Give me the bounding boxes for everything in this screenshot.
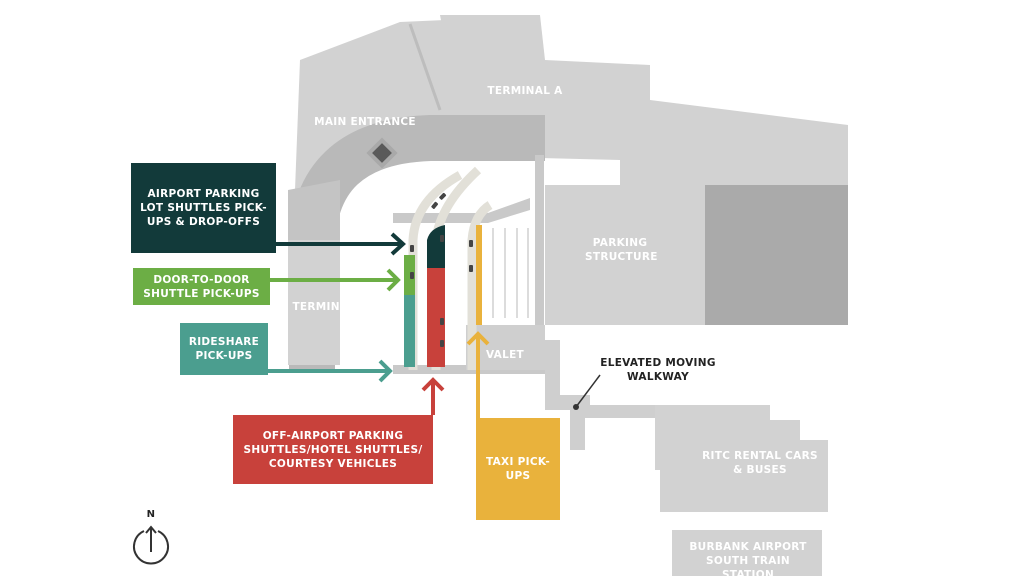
parking-shuttle-callout: AIRPORT PARKING LOT SHUTTLES PICK-UPS & … bbox=[131, 163, 276, 253]
off-airport-lane bbox=[427, 265, 445, 367]
elevated-walkway bbox=[545, 340, 660, 450]
taxi-lane bbox=[476, 225, 482, 325]
parking-structure-label: PARKING STRUCTURE bbox=[585, 237, 658, 263]
off-airport-arrow bbox=[421, 377, 445, 415]
terminal-b-building bbox=[288, 240, 340, 365]
compass-north-label: N bbox=[146, 509, 156, 520]
off-airport-callout: OFF-AIRPORT PARKING SHUTTLES/HOTEL SHUTT… bbox=[233, 415, 433, 484]
door-to-door-callout: DOOR-TO-DOOR SHUTTLE PICK-UPS bbox=[133, 268, 270, 305]
main-entrance-label: MAIN ENTRANCE bbox=[314, 116, 416, 128]
terminal-a-label: TERMINAL A bbox=[487, 85, 563, 97]
taxi-arrow bbox=[466, 331, 490, 418]
train-station bbox=[672, 530, 822, 576]
rental-label: RITC RENTAL CARS & BUSES bbox=[702, 450, 818, 476]
terminal-b-label: TERMINAL B bbox=[292, 301, 368, 313]
taxi-callout: TAXI PICK-UPS bbox=[476, 418, 560, 520]
walkway-pointer bbox=[575, 374, 601, 408]
rideshare-callout: RIDESHARE PICK-UPS bbox=[180, 323, 268, 375]
parking-shuttle-arrow bbox=[276, 232, 406, 256]
parking-shuttle-lane bbox=[427, 225, 445, 268]
walkway-label: ELEVATED MOVING WALKWAY bbox=[600, 357, 716, 383]
rideshare-arrow bbox=[268, 359, 393, 383]
rideshare-lane bbox=[404, 295, 415, 367]
main-entrance-icon bbox=[372, 143, 392, 163]
door-to-door-arrow bbox=[270, 268, 401, 292]
parking-structure bbox=[545, 185, 705, 325]
rental-car-center bbox=[655, 405, 828, 512]
north-compass-icon bbox=[133, 525, 169, 565]
door-to-door-lane bbox=[404, 255, 415, 295]
valet-label: VALET bbox=[485, 349, 525, 361]
